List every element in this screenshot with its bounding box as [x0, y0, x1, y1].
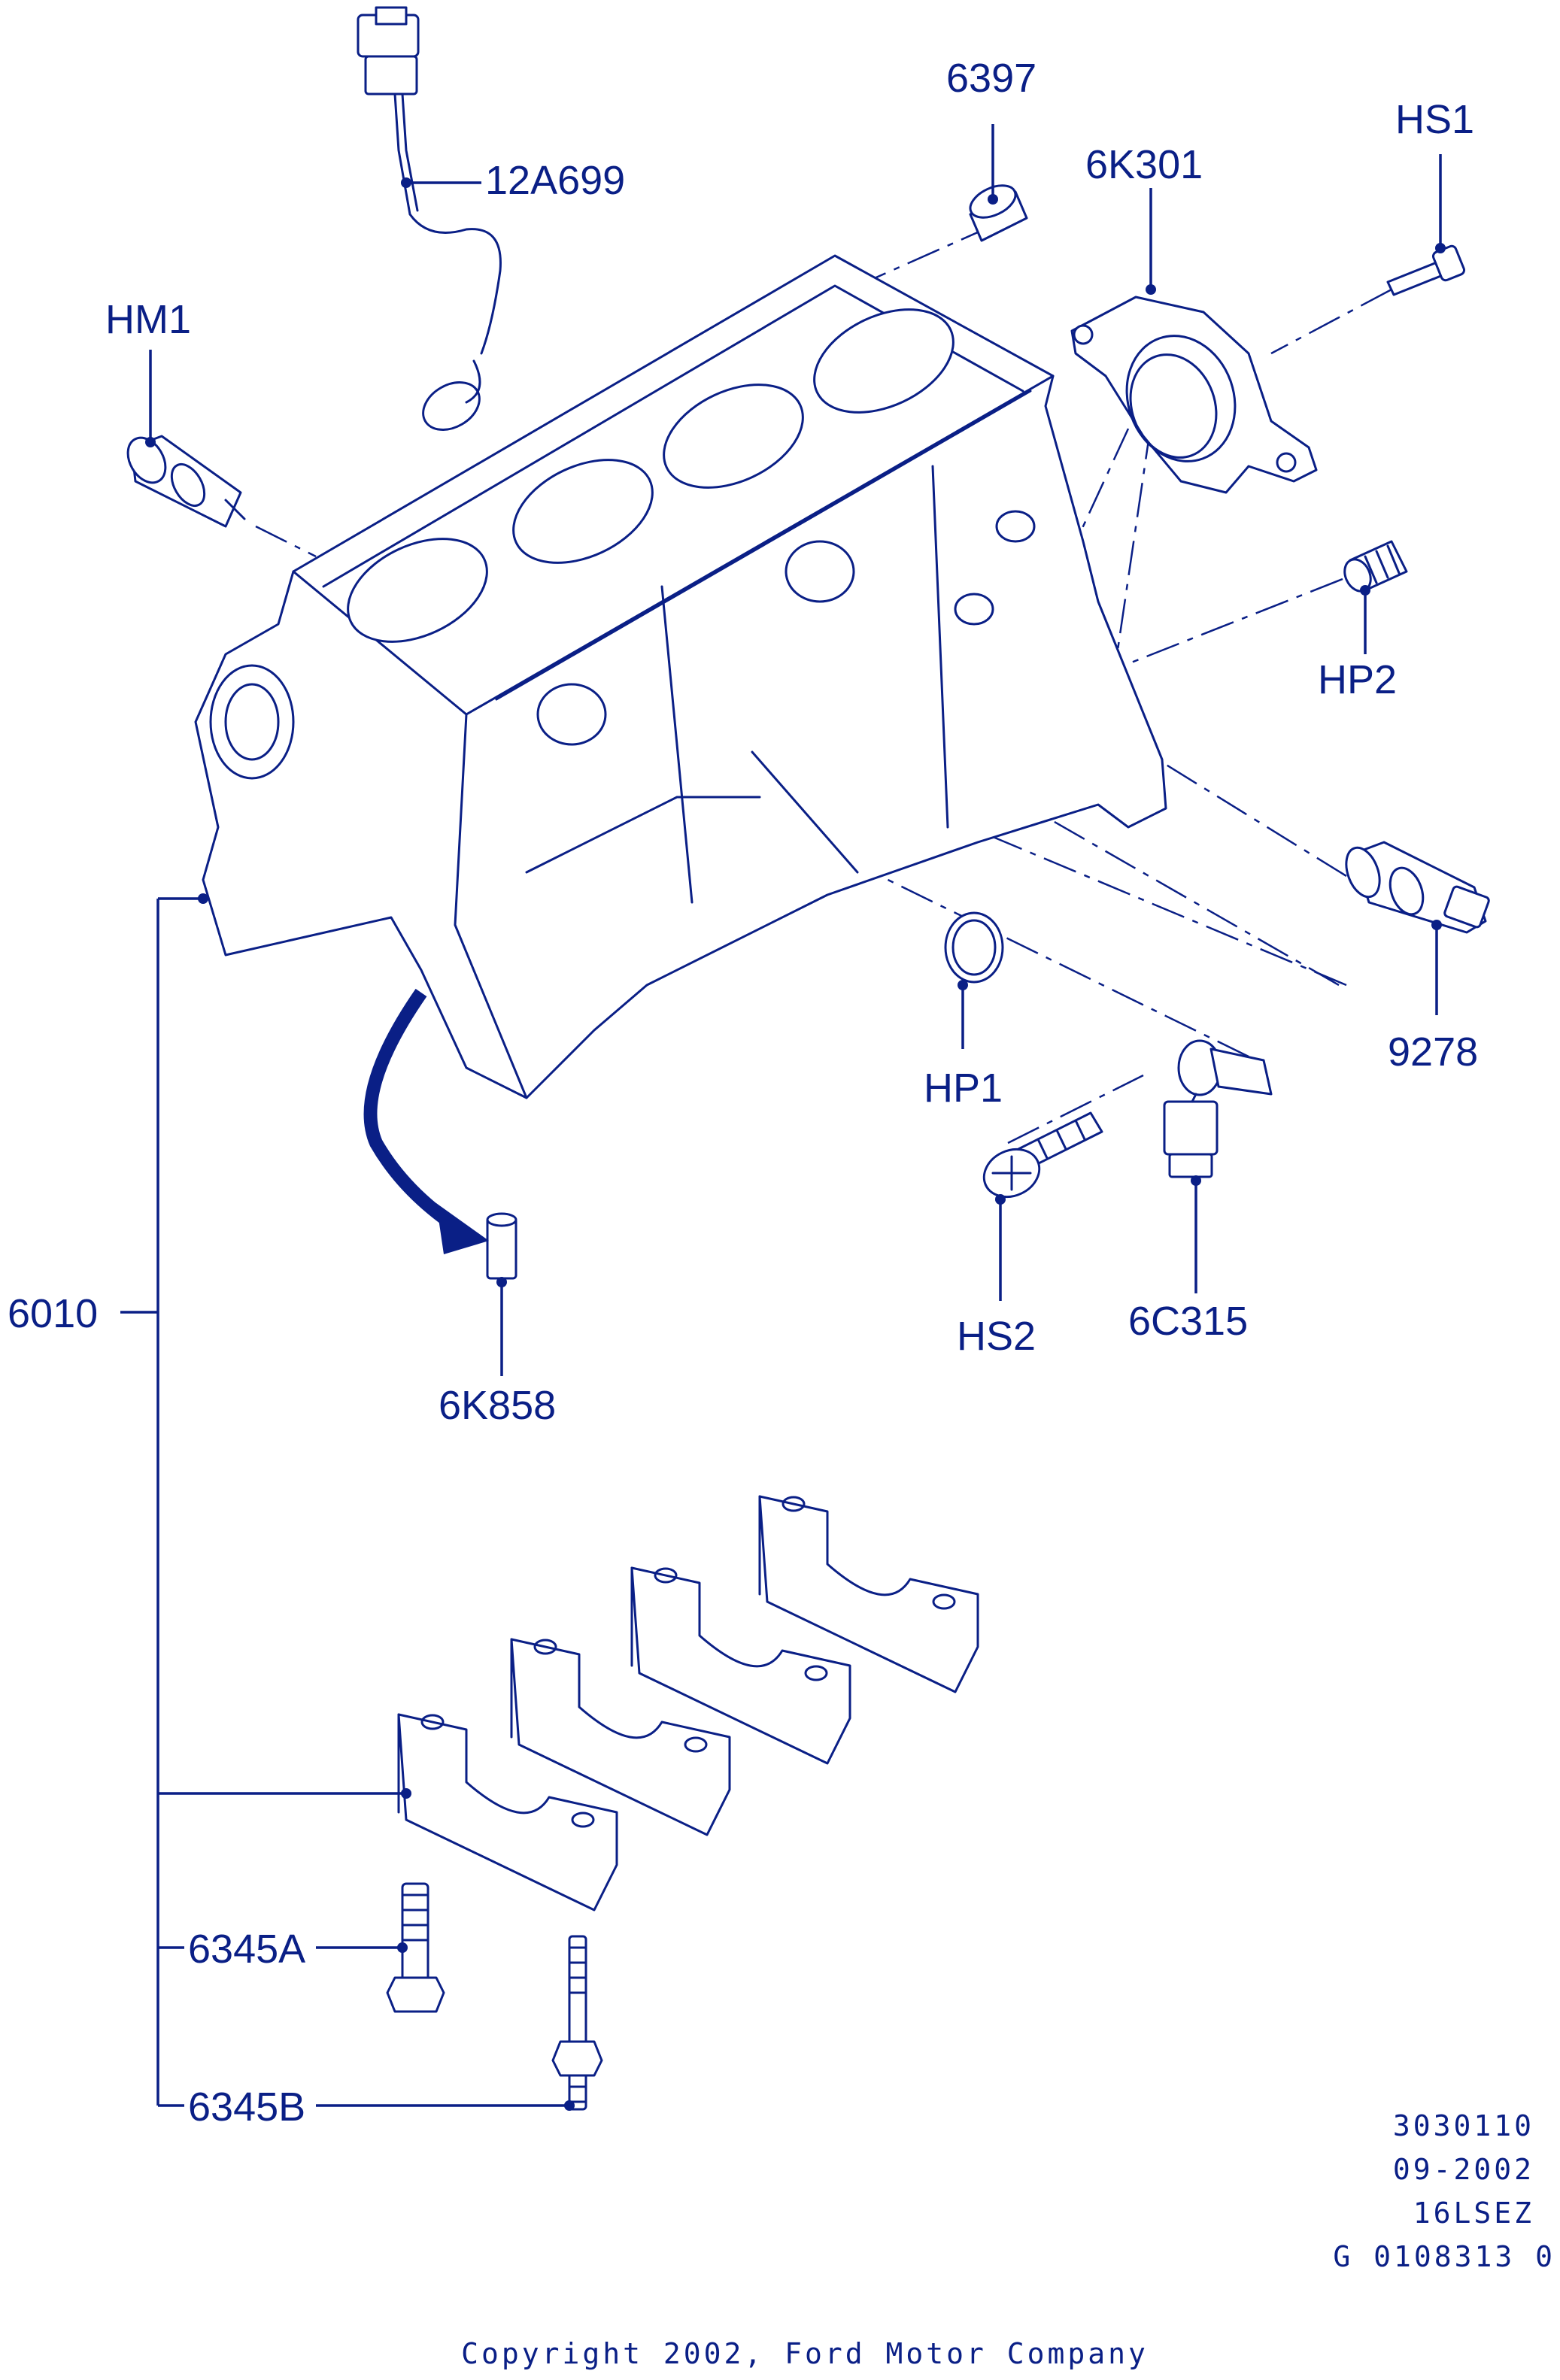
- label-hp2: HP2: [1318, 657, 1397, 702]
- label-6k858: 6K858: [439, 1383, 556, 1428]
- label-hm1: HM1: [105, 297, 191, 342]
- engine-code: 16LSEZ: [1413, 2197, 1534, 2230]
- leader-lines: [120, 124, 1446, 2111]
- screw-hs1[interactable]: [1386, 244, 1466, 296]
- sensor-hm1[interactable]: [120, 431, 246, 528]
- drawing-id: G 0108313 0: [1333, 2240, 1555, 2273]
- plug-hp2[interactable]: [1340, 540, 1408, 596]
- label-6345a: 6345A: [188, 1927, 305, 1972]
- copyright-notice: Copyright 2002, Ford Motor Company: [461, 2337, 1149, 2370]
- rotation-arrow: [363, 988, 489, 1254]
- cylinder-block[interactable]: [194, 254, 1167, 1099]
- stud-6345b[interactable]: [551, 1935, 603, 2111]
- screw-hs2[interactable]: [976, 1111, 1103, 1205]
- label-hp1: HP1: [924, 1066, 1003, 1111]
- dowel-bottom[interactable]: [486, 1212, 517, 1280]
- oil-pressure-sender[interactable]: [1340, 841, 1490, 934]
- drawing-reference-block: 3030110 09-2002 16LSEZ G 0108313 0: [1333, 2109, 1555, 2273]
- label-12a699: 12A699: [485, 158, 625, 203]
- ref-number: 3030110: [1393, 2109, 1534, 2142]
- label-6c315: 6C315: [1128, 1299, 1248, 1344]
- crankshaft-position-sensor[interactable]: [1163, 1039, 1273, 1178]
- main-bearing-cap-3[interactable]: [510, 1638, 731, 1836]
- bolt-6345a[interactable]: [386, 1882, 445, 2013]
- main-bearing-caps[interactable]: [397, 1495, 979, 1912]
- label-hs1: HS1: [1395, 97, 1474, 142]
- drawing-date: 09-2002: [1393, 2153, 1534, 2186]
- label-6010: 6010: [8, 1291, 98, 1336]
- plug-hp1[interactable]: [944, 911, 1004, 984]
- main-bearing-cap-4[interactable]: [397, 1713, 618, 1912]
- main-bearing-cap-1[interactable]: [758, 1495, 979, 1693]
- rear-seal-housing[interactable]: [1070, 296, 1318, 494]
- label-9278: 9278: [1388, 1029, 1478, 1075]
- main-bearing-cap-2[interactable]: [630, 1566, 851, 1765]
- label-6345b: 6345B: [188, 2084, 305, 2130]
- label-6k301: 6K301: [1085, 142, 1203, 187]
- label-6397: 6397: [946, 56, 1036, 101]
- knock-sensor[interactable]: [357, 6, 502, 439]
- callout-labels: 12A699 6397 6K301 HS1 HM1 HP2 9278 HP1 6…: [8, 56, 1478, 2130]
- label-hs2: HS2: [957, 1314, 1036, 1359]
- dowel-top[interactable]: [965, 179, 1028, 242]
